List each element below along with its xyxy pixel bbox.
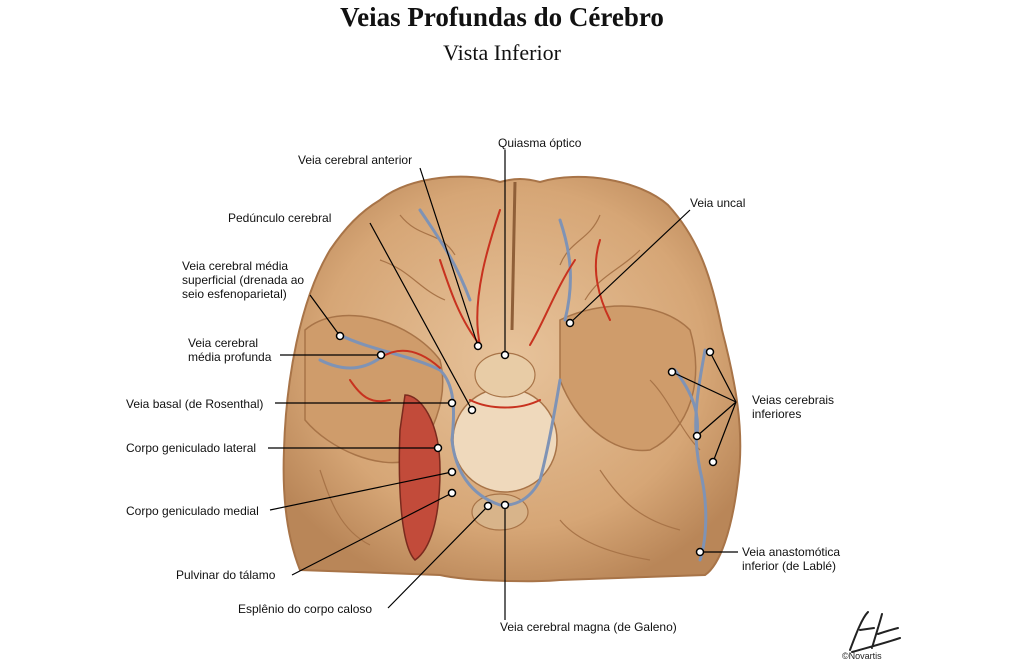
label-pedunculo-cerebral: Pedúnculo cerebral (228, 211, 332, 225)
page-subtitle: Vista Inferior (443, 40, 561, 65)
label-dots (335, 318, 718, 557)
label-esplenio-do-corpo-caloso: Esplênio do corpo caloso (238, 602, 373, 616)
label-veia-cerebral-media-profunda: Veia cerebral média profunda (188, 336, 272, 364)
page-title: Veias Profundas do Cérebro (340, 2, 664, 32)
label-corpo-geniculado-medial: Corpo geniculado medial (126, 504, 259, 518)
right-temporal-lobe (559, 305, 697, 452)
label-veia-cerebral-media-superficial: Veia cerebral média superficial (drenada… (182, 259, 305, 301)
netter-signature-logo (849, 611, 901, 653)
leader-lines (268, 150, 738, 620)
left-cut-section (398, 394, 441, 561)
splenium (471, 493, 529, 531)
label-pulvinar-do-talamo: Pulvinar do tálamo (176, 568, 276, 582)
label-corpo-geniculado-lateral: Corpo geniculado lateral (126, 441, 257, 455)
label-veia-cerebral-magna: Veia cerebral magna (de Galeno) (500, 620, 677, 634)
mammillary-region (474, 352, 536, 398)
label-veia-cerebral-anterior: Veia cerebral anterior (298, 153, 413, 167)
gyri (319, 214, 701, 561)
label-veia-uncal: Veia uncal (690, 196, 746, 210)
credit-text: ©Novartis (842, 651, 882, 661)
label-veia-anastomotica-inferior: Veia anastomótica inferior (de Lablé) (742, 545, 841, 573)
longitudinal-fissure (510, 181, 517, 331)
arteries (349, 209, 611, 409)
label-veias-cerebrais-inferiores: Veias cerebrais inferiores (752, 393, 835, 421)
label-quiasma-optico: Quiasma óptico (498, 136, 582, 150)
label-veia-basal: Veia basal (de Rosenthal) (126, 397, 264, 411)
veins (318, 208, 708, 562)
